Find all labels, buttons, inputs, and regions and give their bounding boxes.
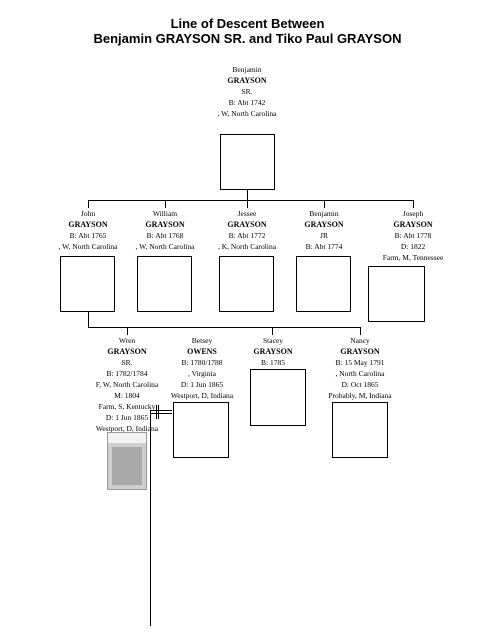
child-surname: GRAYSON [227,220,267,229]
child-card-john[interactable]: John GRAYSON B: Abt 1765 , W, North Caro… [40,208,136,252]
grandchild-card-nancy[interactable]: Nancy GRAYSON B: 15 May 1791 , North Car… [310,335,410,401]
child-connector [88,200,89,208]
grandchild-detail: D: 1 Jun 1865 [105,413,149,422]
marriage-mark [158,405,159,419]
root-drop-line [247,190,248,200]
grandchild-detail: , North Carolina [335,369,385,378]
child-given-name: William [152,209,178,218]
grandchild-photo-frame [250,369,306,426]
child-given-name: Joseph [402,209,424,218]
child-detail: JR [320,231,328,240]
grandchild-detail: D: 1 Jun 1865 [180,380,224,389]
grandchild-detail: B: 1780/1788 [181,358,223,367]
root-photo-frame [220,134,275,190]
child-detail: , W, North Carolina [135,242,195,251]
grandchild-card-wren[interactable]: Wren GRAYSON SR. B: 1782/1784 F, W, Nort… [78,335,176,434]
child-connector [413,200,414,208]
child-detail: D: 1822 [400,242,426,251]
grandchild-detail: D: Oct 1865 [341,380,379,389]
marriage-line [150,413,172,414]
child-given-name: Benjamin [309,209,339,218]
grandchild-detail: Farm, S, Kentucky [98,402,156,411]
child-connector [165,200,166,208]
root-place: , W, North Carolina [217,109,277,118]
child-detail: Farm, M, Tennessee [382,253,444,262]
child-detail: B: Abt 1774 [305,242,343,251]
grandchild-connector [272,327,273,335]
child-photo-frame [296,256,351,312]
chart-title-line1: Line of Descent Between [170,16,325,31]
grandchild-surname: GRAYSON [107,347,147,356]
child-photo-frame [219,256,274,312]
grandchild-detail: B: 1785 [261,358,285,367]
grandchild-photo-frame [173,402,229,458]
grandchild-surname: GRAYSON [340,347,380,356]
children-bar-line [88,200,414,201]
descent-drop-line [88,312,89,327]
child-card-benjamin-jr[interactable]: Benjamin GRAYSON JR B: Abt 1774 [276,208,372,252]
grandchild-surname: GRAYSON [253,347,293,356]
child-detail: B: Abt 1772 [228,231,266,240]
child-surname: GRAYSON [304,220,344,229]
child-card-jessee[interactable]: Jessee GRAYSON B: Abt 1772 , K, North Ca… [199,208,295,252]
grandchild-given-name: Nancy [350,336,370,345]
child-connector [324,200,325,208]
child-detail: B: Abt 1768 [146,231,184,240]
grandchild-detail: M: 1804 [114,391,140,400]
child-given-name: John [80,209,96,218]
grandchild-given-name: Stacey [263,336,283,345]
grandchild-detail: B: 15 May 1791 [335,358,385,367]
grandchild-detail: SR. [121,358,133,367]
child-surname: GRAYSON [145,220,185,229]
child-card-william[interactable]: William GRAYSON B: Abt 1768 , W, North C… [117,208,213,252]
child-photo-frame [60,256,115,312]
child-connector [247,200,248,208]
child-detail: , K, North Carolina [217,242,277,251]
child-photo-frame [368,266,425,322]
child-photo-frame [137,256,192,312]
root-birth: B: Abt 1742 [228,98,266,107]
grandchild-given-name: Wren [118,336,136,345]
marriage-line [150,410,172,411]
root-given-name: Benjamin [232,65,262,74]
child-surname: GRAYSON [68,220,108,229]
grandchild-detail: F, W, North Carolina [95,380,159,389]
grandchild-surname: OWENS [187,347,217,356]
root-suffix: SR. [241,87,253,96]
child-surname: GRAYSON [393,220,433,229]
marriage-mark [156,405,157,419]
child-card-joseph[interactable]: Joseph GRAYSON B: Abt 1778 D: 1822 Farm,… [363,208,463,263]
wren-document-photo [107,432,147,490]
marriage-vertical-line [150,410,151,626]
root-surname: GRAYSON [227,76,267,85]
grandchild-connector [360,327,361,335]
chart-title-line2: Benjamin GRAYSON SR. and Tiko Paul GRAYS… [93,31,402,46]
grandchild-card-stacey[interactable]: Stacey GRAYSON B: 1785 [226,335,320,368]
grandchild-detail: B: 1782/1784 [106,369,148,378]
grandchild-detail: , Virginia [187,369,217,378]
grandchild-detail: Westport, D, Indiana [95,424,159,433]
child-given-name: Jessee [237,209,257,218]
grandchild-connector [127,327,128,335]
child-detail: B: Abt 1778 [394,231,432,240]
child-detail: B: Abt 1765 [69,231,107,240]
child-detail: , W, North Carolina [58,242,118,251]
grandchild-given-name: Betsey [191,336,213,345]
grandchild-detail: Probably, M, Indiana [328,391,392,400]
root-person-card[interactable]: Benjamin GRAYSON SR. B: Abt 1742 , W, No… [197,64,297,119]
grandchild-detail: Westport, D, Indiana [170,391,234,400]
grandchild-photo-frame [332,402,388,458]
grandchildren-bar-line [88,327,361,328]
grandchild-card-betsey[interactable]: Betsey OWENS B: 1780/1788 , Virginia D: … [153,335,251,401]
